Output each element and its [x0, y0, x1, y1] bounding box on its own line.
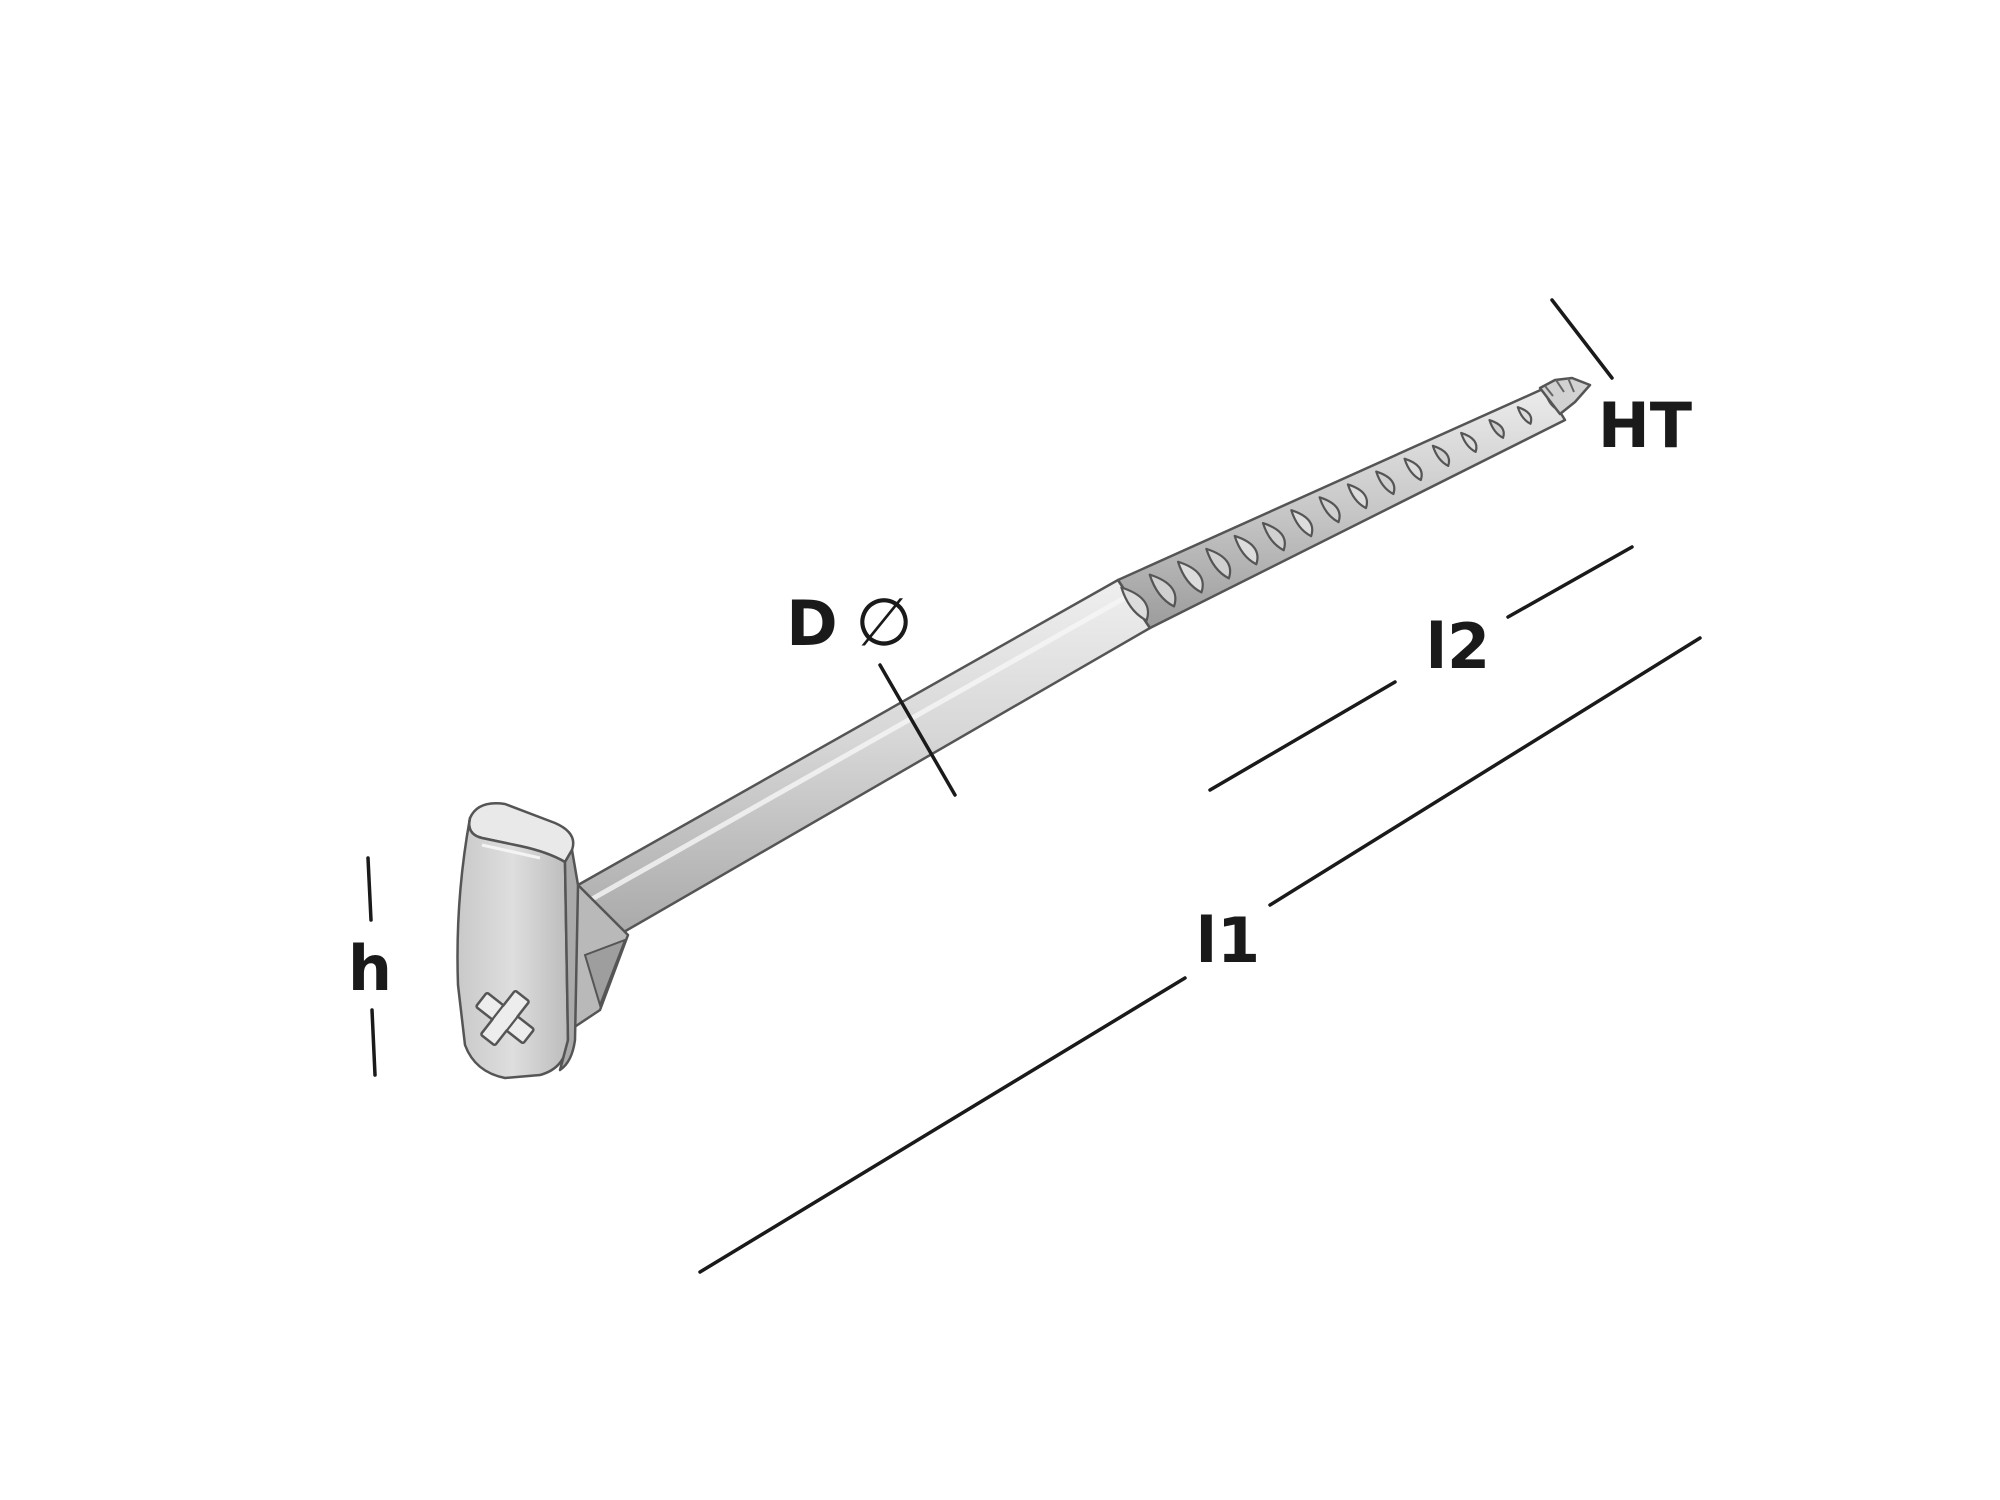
thread-length-label: l2: [1426, 610, 1490, 683]
thread-crest: [1346, 483, 1368, 510]
thread-type-label: HT: [1598, 389, 1692, 462]
screw-thread-crests: [1120, 393, 1560, 622]
screw-tip: [1538, 376, 1592, 416]
thread-crest: [1318, 496, 1341, 524]
thread-crest: [1233, 534, 1259, 566]
screw-illustration: [456, 376, 1592, 1080]
thread-crest: [1148, 573, 1177, 608]
diameter-symbol: ∅: [855, 584, 913, 661]
diameter-dimension: D ∅: [786, 584, 957, 797]
head-height-label: h: [348, 932, 392, 1005]
thread-crest: [1290, 509, 1314, 538]
thread-crest: [1375, 470, 1396, 496]
thread-crest: [1403, 457, 1423, 482]
thread-length-dimension: l2: [1208, 545, 1634, 792]
thread-crest: [1488, 418, 1505, 439]
screw-head-collar: [563, 883, 630, 1032]
cross-drive-icon: [475, 989, 535, 1047]
thread-type-dimension: HT: [1550, 298, 1692, 462]
thread-crest: [1431, 444, 1451, 468]
total-length-dimension: l1: [698, 636, 1702, 1274]
thread-crest: [1516, 406, 1533, 425]
thread-crest: [1120, 586, 1149, 622]
dimension-annotations: h D ∅ l2 l1 HT: [348, 298, 1702, 1274]
thread-crest: [1460, 431, 1478, 453]
thread-crest: [1261, 522, 1286, 552]
total-length-label: l1: [1196, 904, 1260, 977]
head-height-dimension: h: [348, 856, 392, 1077]
thread-crest: [1176, 560, 1204, 594]
diameter-label: D: [786, 587, 837, 660]
thread-crest: [1205, 547, 1232, 580]
